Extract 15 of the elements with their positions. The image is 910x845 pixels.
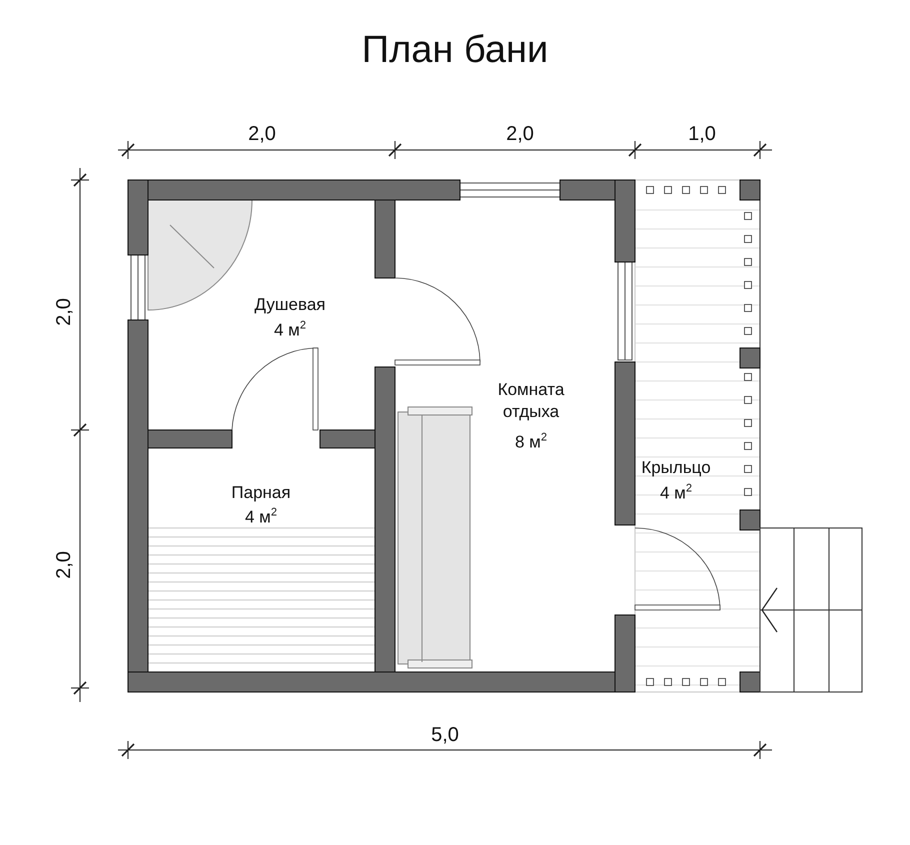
- dimension-label: 5,0: [431, 723, 459, 748]
- room-area: 4 м$^{2}$: [660, 482, 692, 504]
- room-name: Комната отдыха: [496, 378, 566, 423]
- dimension-label: 1,0: [688, 122, 716, 147]
- dimension-label: 2,0: [506, 122, 534, 147]
- room-name: Душевая: [254, 294, 326, 316]
- room-name: Парная: [231, 482, 291, 504]
- dimension-label: 2,0: [248, 122, 276, 147]
- room-area: 8 м$^{2}$: [514, 430, 548, 454]
- dimension-label: 2,0: [52, 298, 76, 326]
- room-area: 4 м$^{2}$: [244, 506, 278, 528]
- plan-title: План бани: [362, 30, 548, 72]
- room-name: Крыльцо: [641, 456, 711, 479]
- room-area: 4 м$^{2}$: [274, 318, 306, 342]
- dimension-label: 2,0: [52, 551, 76, 579]
